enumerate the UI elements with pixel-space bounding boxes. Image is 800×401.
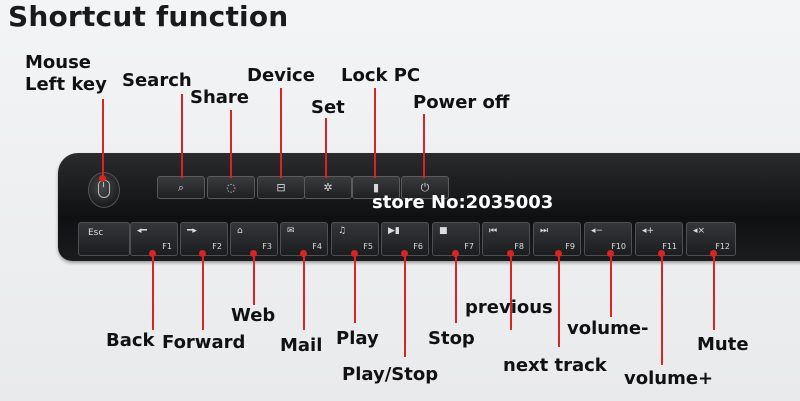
f6-key[interactable]: ▶▮ F6 [381, 222, 429, 256]
volume-down-icon: ◂− [591, 226, 604, 236]
label-previous: previous [465, 297, 553, 318]
callout-line-previous [510, 255, 512, 330]
callout-line-power [423, 114, 425, 178]
f8-key[interactable]: ⏮ F8 [482, 222, 530, 256]
callout-dot-next [555, 250, 562, 257]
callout-dot-mouse [99, 175, 106, 182]
callout-line-mute [713, 255, 715, 330]
callout-line-mouse [102, 99, 104, 176]
callout-dot-stop [452, 250, 459, 257]
f10-label: F10 [611, 242, 626, 251]
f12-key[interactable]: ◂× F12 [686, 222, 736, 256]
callout-line-share [230, 110, 232, 178]
callout-line-lock [374, 88, 376, 178]
label-set: Set [311, 97, 345, 118]
label-stop: Stop [428, 328, 475, 349]
label-web: Web [231, 305, 276, 326]
callout-line-forward [202, 255, 204, 330]
callout-line-next [558, 255, 560, 347]
lock-icon: ▮ [372, 181, 380, 194]
f8-label: F8 [514, 242, 524, 251]
f5-label: F5 [363, 242, 373, 251]
play-pause-icon: ▶▮ [388, 226, 400, 236]
device-icon: ⊟ [276, 181, 286, 194]
callout-line-search [181, 94, 183, 178]
label-back: Back [106, 330, 155, 351]
esc-key[interactable]: Esc [78, 222, 130, 256]
label-forward: Forward [162, 332, 246, 353]
search-icon: ⌕ [177, 181, 185, 194]
callout-dot-play-stop [401, 250, 408, 257]
home-icon: ⌂ [237, 226, 243, 236]
share-icon: ◌ [226, 181, 236, 194]
label-mute: Mute [697, 334, 749, 355]
callout-line-device [280, 88, 282, 178]
gear-icon: ✲ [323, 181, 333, 194]
callout-line-set [325, 118, 327, 178]
label-play: Play [336, 328, 379, 349]
f2-label: F2 [212, 242, 222, 251]
device-key[interactable]: ⊟ [257, 176, 305, 199]
next-track-icon: ⏭ [540, 226, 549, 236]
callout-dot-play [351, 250, 358, 257]
callout-dot-web [250, 250, 257, 257]
callout-line-volume-plus [661, 255, 663, 365]
callout-line-web [253, 255, 255, 305]
power-icon: ⏻ [420, 181, 430, 194]
callout-line-play [354, 255, 356, 323]
f3-label: F3 [262, 242, 272, 251]
callout-line-volume-minus [610, 255, 612, 317]
label-play-stop: Play/Stop [342, 364, 439, 385]
previous-track-icon: ⏮ [489, 226, 498, 236]
f11-label: F11 [662, 242, 677, 251]
store-watermark: store No:2035003 [372, 192, 554, 213]
music-icon: ♫ [338, 226, 347, 236]
volume-up-icon: ◂+ [642, 226, 655, 236]
callout-line-stop [455, 255, 457, 323]
label-lock-pc: Lock PC [341, 65, 421, 86]
power-off-key[interactable]: ⏻ [401, 176, 449, 199]
f7-label: F7 [464, 242, 474, 251]
mail-icon: ✉ [287, 226, 295, 236]
set-key[interactable]: ✲ [304, 176, 352, 199]
label-share: Share [190, 87, 250, 108]
stop-icon: ■ [439, 226, 448, 236]
label-volume-minus: volume- [567, 318, 649, 339]
callout-dot-previous [507, 250, 514, 257]
f9-label: F9 [565, 242, 575, 251]
callout-dot-volume-plus [658, 250, 665, 257]
label-search: Search [122, 70, 192, 91]
callout-line-play-stop [404, 255, 406, 357]
label-mouse-left-key: Mouse Left key [25, 52, 107, 96]
esc-key-label: Esc [88, 228, 104, 238]
f4-label: F4 [312, 242, 322, 251]
label-volume-plus: volume+ [624, 368, 714, 389]
f12-label: F12 [715, 242, 730, 251]
label-power-off: Power off [413, 92, 510, 113]
label-next-track: next track [503, 355, 607, 376]
callout-line-mail [303, 255, 305, 330]
mute-icon: ◂× [693, 226, 706, 236]
search-key[interactable]: ⌕ [157, 176, 205, 199]
f6-label: F6 [413, 242, 423, 251]
callout-dot-back [149, 250, 156, 257]
label-mouse-line1: Mouse [25, 52, 92, 73]
callout-dot-mail [300, 250, 307, 257]
lock-pc-key[interactable]: ▮ [352, 176, 400, 199]
callout-dot-mute [710, 250, 717, 257]
f1-label: F1 [162, 242, 172, 251]
label-mail: Mail [280, 335, 323, 356]
mouse-icon [98, 180, 110, 198]
callout-dot-volume-minus [607, 250, 614, 257]
callout-line-back [152, 255, 154, 330]
page-title: Shortcut function [8, 0, 289, 33]
callout-dot-forward [199, 250, 206, 257]
forward-icon: ━▸ [187, 226, 197, 236]
f11-key[interactable]: ◂+ F11 [635, 222, 683, 256]
label-mouse-line2: Left key [25, 74, 107, 95]
back-icon: ◂━ [137, 226, 147, 236]
share-key[interactable]: ◌ [207, 176, 255, 199]
label-device: Device [247, 65, 315, 86]
